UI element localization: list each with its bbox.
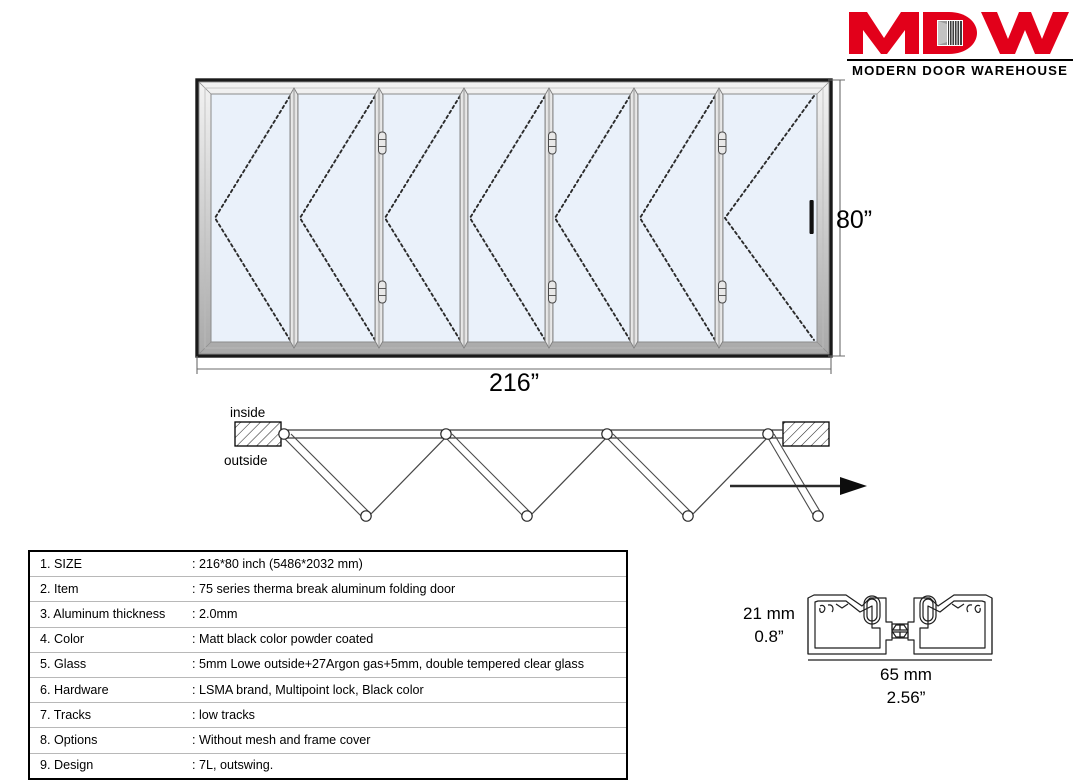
profile-height-dimension: 21 mm 0.8” — [730, 604, 808, 647]
profile-width-inch: 2.56” — [886, 688, 926, 707]
spec-label: 2. Item — [30, 576, 192, 603]
spec-label: 9. Design — [40, 758, 94, 773]
spec-label: 8. Options — [30, 727, 192, 754]
spec-value: : 7L, outswing. — [192, 758, 274, 773]
table-row: 1. SIZE : 216*80 inch (5486*2032 mm) — [30, 552, 626, 578]
direction-arrow-icon — [730, 477, 867, 495]
spec-label: 7. Tracks — [30, 702, 192, 729]
profile-width-dimension: 65 mm 2.56” — [858, 665, 954, 708]
profile-height-inch: 0.8” — [754, 627, 784, 646]
table-row: 4. Color : Matt black color powder coate… — [30, 627, 626, 653]
brand-tagline: MODERN DOOR WAREHOUSE — [851, 63, 1069, 78]
table-row: 6. Hardware : LSMA brand, Multipoint loc… — [30, 677, 626, 704]
track-rail — [281, 429, 783, 439]
table-row: 2. Item : 75 series therma break aluminu… — [30, 576, 626, 603]
specification-table: 1. SIZE : 216*80 inch (5486*2032 mm) 2. … — [28, 550, 628, 780]
swing-indicator-lines — [213, 95, 815, 341]
table-row: 9. Design : 7L, outswing. — [30, 753, 626, 778]
folding-plan-diagram — [234, 421, 867, 522]
spec-label: 5. Glass — [30, 652, 192, 678]
logo-divider-rule — [847, 59, 1073, 61]
table-row: 7. Tracks : low tracks — [30, 702, 626, 729]
spec-value: : 5mm Lowe outside+27Argon gas+5mm, doub… — [192, 652, 626, 678]
hinge-pivots — [278, 428, 824, 522]
door-handle-icon — [809, 200, 814, 234]
folded-leaves — [283, 433, 822, 519]
profile-width-mm: 65 mm — [880, 665, 932, 684]
spec-table-body: 1. SIZE : 216*80 inch (5486*2032 mm) 2. … — [30, 552, 626, 778]
width-dimension-label: 216” — [489, 369, 540, 397]
spec-value: : 2.0mm — [192, 601, 626, 628]
mdw-logo-mark — [849, 12, 1069, 54]
spec-value: : 216*80 inch (5486*2032 mm) — [192, 552, 626, 578]
plan-label-outside: outside — [224, 453, 268, 468]
spec-label: 6. Hardware — [30, 677, 192, 704]
spec-value: : Without mesh and frame cover — [192, 727, 626, 754]
table-row: 5. Glass : 5mm Lowe outside+27Argon gas+… — [30, 652, 626, 678]
door-elevation-drawing — [195, 78, 845, 374]
table-row: 8. Options : Without mesh and frame cove… — [30, 727, 626, 754]
left-jamb-block — [234, 421, 282, 447]
glass-panels — [212, 95, 816, 341]
spec-value: : low tracks — [192, 702, 626, 729]
profile-height-mm: 21 mm — [743, 604, 795, 623]
profile-cross-section-drawing — [807, 594, 993, 661]
brand-logo: MODERN DOOR WAREHOUSE — [845, 6, 1075, 84]
spec-label: 3. Aluminum thickness — [30, 601, 192, 628]
spec-value: : LSMA brand, Multipoint lock, Black col… — [192, 677, 626, 704]
spec-value: : Matt black color powder coated — [192, 627, 626, 653]
right-jamb-block — [782, 421, 830, 447]
spec-label: 1. SIZE — [30, 552, 192, 578]
spec-label: 4. Color — [30, 627, 192, 653]
height-dimension-label: 80” — [836, 206, 873, 234]
hinge-hardware-marks — [378, 131, 727, 304]
dimension-lines — [196, 79, 845, 374]
table-row: 3. Aluminum thickness : 2.0mm — [30, 601, 626, 628]
spec-value: : 75 series therma break aluminum foldin… — [192, 576, 626, 603]
plan-label-inside: inside — [230, 405, 266, 420]
